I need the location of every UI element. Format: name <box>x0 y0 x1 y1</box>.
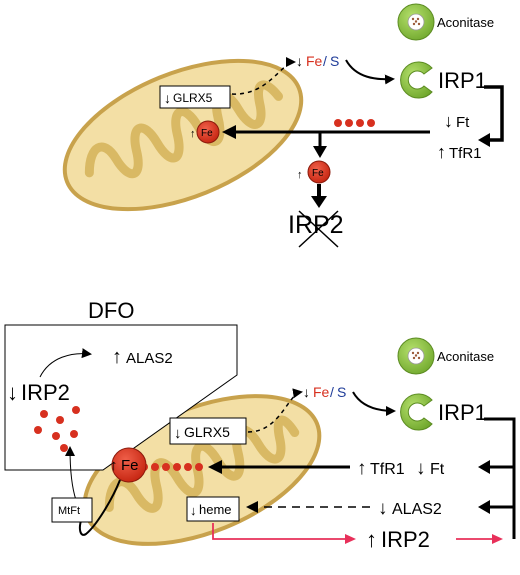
mitochondrion-top <box>62 58 304 212</box>
alas2-up-label: ALAS2 <box>126 350 173 367</box>
glrx5-bottom-arrow: ↓ <box>174 425 182 442</box>
mtft-label: MtFt <box>58 505 80 517</box>
glrx5-top-label: GLRX5 <box>173 91 213 105</box>
bus-to-tfr1-head <box>478 460 490 474</box>
aconitase-bottom-label: Aconitase <box>437 349 494 364</box>
fe-mito-bottom-label: Fe <box>121 457 139 474</box>
irp2-down-label: IRP2 <box>21 380 70 405</box>
dfo-label: DFO <box>88 298 134 323</box>
fes-top-fe: Fe <box>306 53 323 69</box>
iron-dots-top <box>334 119 375 127</box>
fes-top-slash: / <box>323 53 327 69</box>
irp2-top-label: IRP2 <box>288 211 344 239</box>
glrx5-bottom-box <box>169 417 247 445</box>
aconitase-top-icon <box>397 3 435 41</box>
fes-top-s: S <box>330 53 339 69</box>
fes-bottom-fe: Fe <box>313 384 330 400</box>
fe-mito-bottom-ball <box>111 447 147 483</box>
irp1-top-icon <box>400 61 433 99</box>
tfr1-top-arrow: ↑ <box>437 142 446 162</box>
glrx5-bottom-label: GLRX5 <box>184 424 230 440</box>
aconitase-top-label: Aconitase <box>437 15 494 30</box>
fes-bottom-slash: / <box>330 384 334 400</box>
irp2-down-arrow: ↓ <box>7 380 18 405</box>
mtft-to-cytosol-arrow <box>65 446 77 501</box>
fe-mito-top-arrow: ↑ <box>190 128 196 140</box>
alas2-to-heme-arrowhead <box>246 501 258 513</box>
glrx5-to-fes-dashed-arrow <box>231 57 296 95</box>
tfr1-to-fe-top-arrowhead <box>222 125 236 139</box>
ft-top-label: Ft <box>456 114 470 131</box>
branch-arrowhead <box>313 146 327 158</box>
fes-bottom-arrow: ↓ <box>303 384 310 400</box>
alas2-up-arrow: ↑ <box>112 346 122 368</box>
glrx5-to-fes-bottom-dashed-arrow <box>247 388 303 433</box>
heme-to-irp2-pink-arrow <box>212 523 348 540</box>
mtft-box <box>51 497 93 523</box>
tfr1-bottom-label: TfR1 <box>370 461 405 478</box>
fes-to-irp1-bottom-arrow <box>352 391 396 416</box>
irp1-bracket <box>484 85 504 142</box>
fes-to-irp1-arrow <box>345 59 395 85</box>
heme-arrow: ↓ <box>190 503 197 518</box>
ft-bottom-label: Ft <box>430 461 445 478</box>
irp2-cross-line-2 <box>298 210 339 248</box>
irp2-to-alas2-arrow <box>39 348 92 378</box>
heme-to-irp2-pink-head <box>345 534 356 544</box>
bus-to-alas2-head <box>478 500 490 514</box>
irp2-to-bus-pink-head <box>492 534 503 544</box>
tfr1-to-fe-bottom-arrowhead <box>208 460 222 474</box>
fe-mito-top-label: Fe <box>201 128 213 139</box>
glrx5-top-arrow: ↓ <box>164 90 171 106</box>
fes-bottom-s: S <box>337 384 346 400</box>
fes-top-arrow: ↓ <box>296 53 303 69</box>
tfr1-bottom-arrow: ↑ <box>357 458 367 479</box>
fe-to-irp2-arrowhead <box>311 196 327 208</box>
heme-box <box>186 496 240 522</box>
irp2-up-arrow: ↑ <box>366 527 377 552</box>
fe-mito-bottom-arrow: ↑ <box>110 457 118 474</box>
irp1-bottom-label: IRP1 <box>438 400 487 425</box>
heme-label: heme <box>199 502 232 517</box>
alas2-bottom-arrow: ↓ <box>378 498 388 519</box>
irp1-top-label: IRP1 <box>438 68 487 93</box>
aconitase-bottom-icon <box>397 337 435 375</box>
iron-dots-dfo <box>34 406 80 452</box>
irp1-bottom-icon <box>400 393 433 431</box>
fe-cyto-top-arrow: ↑ <box>297 169 303 181</box>
glrx5-top-box <box>159 85 231 109</box>
fe-to-mtft-arrow <box>78 479 121 536</box>
fe-cyto-top-label: Fe <box>312 168 324 179</box>
fe-mito-top-ball <box>196 120 220 144</box>
alas2-bottom-label: ALAS2 <box>392 501 442 518</box>
tfr1-top-label: TfR1 <box>449 145 482 162</box>
ft-bottom-arrow: ↓ <box>416 458 426 479</box>
fe-cyto-top-ball <box>307 160 331 184</box>
irp1-bracket-arrowhead <box>478 133 490 147</box>
irp1-bus-line <box>484 417 516 539</box>
irp2-up-label: IRP2 <box>381 527 430 552</box>
ft-top-arrow: ↓ <box>444 111 453 131</box>
